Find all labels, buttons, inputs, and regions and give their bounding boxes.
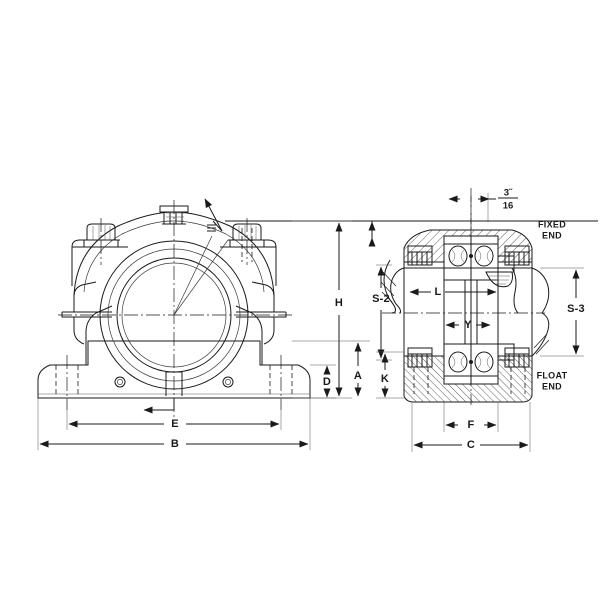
dimension-L: L (409, 286, 497, 298)
dimension-D: D (310, 364, 336, 399)
grease-port-leader (173, 198, 229, 316)
pedestal-face-holes (114, 376, 234, 388)
dimension-label-E: E (171, 418, 179, 430)
dimension-label-Y: Y (464, 319, 472, 331)
drain-leader-arrow (143, 398, 175, 414)
fraction-denominator: 16 (503, 201, 514, 212)
spacer-float-end (497, 343, 515, 361)
dimension-label-F: F (468, 419, 475, 431)
bearing-fixed-end (443, 235, 499, 281)
dimension-label-S3: S-3 (567, 303, 585, 315)
dimension-3-16-clearance: 3˝ 16 (448, 188, 518, 238)
cap-bolt-right (229, 218, 265, 265)
dimension-E: E (66, 398, 282, 430)
bottom-boss (165, 371, 183, 396)
dimension-label-A: A (354, 370, 362, 382)
fixed-end-line2: END (542, 230, 562, 240)
cap-bolt-left (83, 218, 119, 265)
float-end-line2: END (542, 381, 562, 391)
dimension-S2: S-2 (372, 264, 392, 361)
front-elevation-view (37, 198, 598, 420)
dimension-label-L: L (435, 286, 442, 298)
float-end-assembly (403, 267, 550, 403)
dimension-label-S2: S-2 (372, 293, 390, 305)
dimension-A: A (292, 340, 370, 397)
locknut-fixed-end (485, 255, 515, 288)
fixed-end-line1: FIXED (538, 219, 566, 229)
dimension-label-C: C (467, 439, 475, 451)
dimension-S3: S-3 (540, 267, 585, 357)
dimension-H: H (292, 220, 352, 399)
float-end-line1: FLOAT (537, 370, 568, 380)
float-end-label: FLOAT END (537, 370, 568, 391)
seal-float-left (407, 347, 433, 394)
dimension-label-B: B (171, 438, 179, 450)
dimension-B: B (37, 398, 311, 450)
section-view (380, 196, 550, 405)
bearing-float-end (443, 343, 499, 385)
dimension-Y: Y (445, 319, 491, 331)
seal-fixed-left (407, 245, 433, 266)
fixed-end-label: FIXED END (538, 219, 566, 240)
dimension-C: C (411, 402, 531, 452)
dimension-label-H: H (335, 297, 343, 309)
dimension-label-D: D (323, 376, 331, 388)
fixed-end-assembly (380, 229, 550, 314)
dimension-F: F (443, 402, 499, 432)
dimension-label-K: K (381, 373, 389, 385)
fraction-numerator: 3˝ (504, 188, 513, 199)
dimension-K: K (376, 351, 404, 399)
